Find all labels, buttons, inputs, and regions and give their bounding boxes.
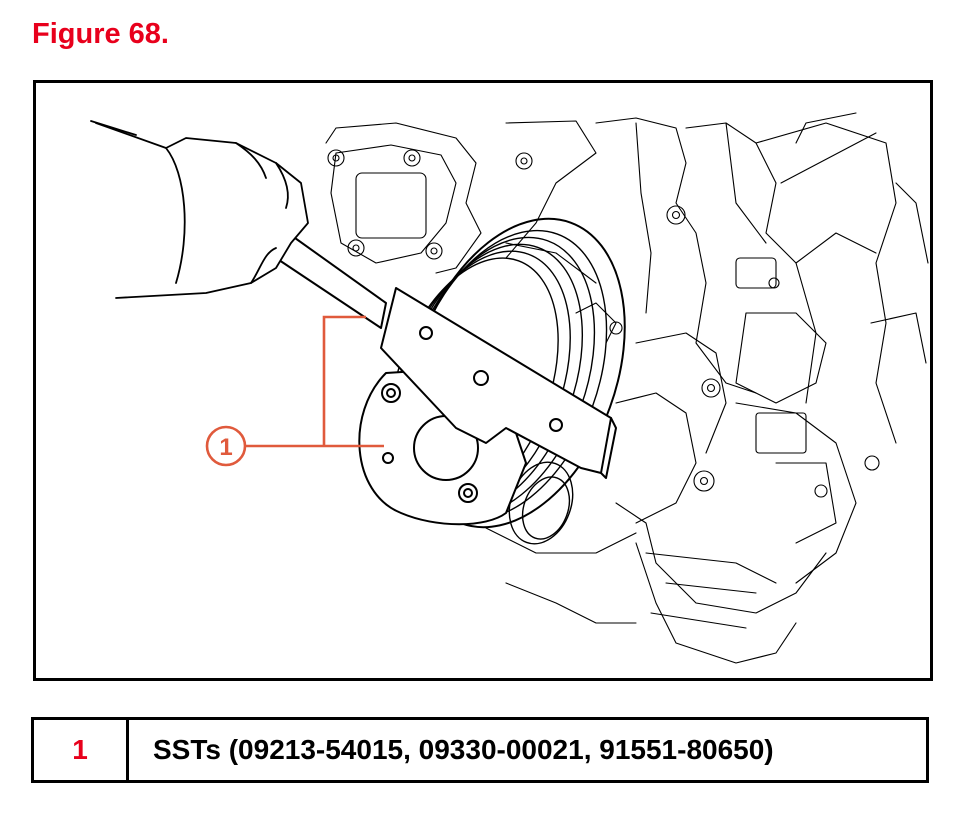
callout-leader bbox=[244, 315, 384, 448]
illustration-frame: 1 bbox=[33, 80, 933, 681]
callout-1: 1 bbox=[205, 425, 247, 467]
callout-label: 1 bbox=[219, 434, 232, 461]
sst-bar bbox=[275, 227, 617, 479]
figure-title: Figure 68. bbox=[32, 18, 169, 50]
engine-illustration: 1 bbox=[90, 112, 929, 664]
hand bbox=[90, 120, 309, 299]
legend-number: 1 bbox=[34, 720, 129, 780]
engine-block bbox=[325, 112, 929, 664]
legend-table: 1 SSTs (09213-54015, 09330-00021, 91551-… bbox=[31, 717, 929, 783]
legend-description: SSTs (09213-54015, 09330-00021, 91551-80… bbox=[153, 734, 774, 765]
